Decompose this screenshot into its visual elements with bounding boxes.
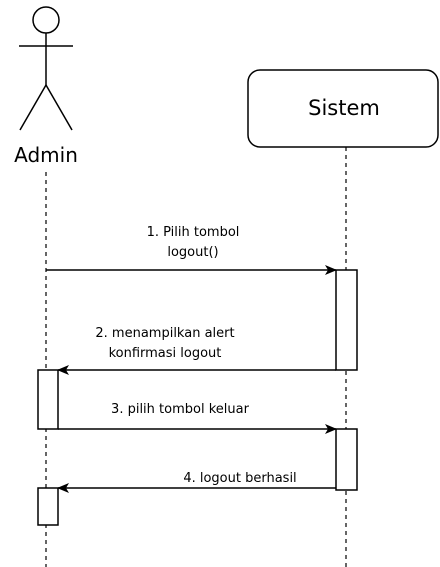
system-activation-2 — [335, 428, 358, 491]
actor-head — [32, 6, 60, 34]
system-box — [247, 69, 439, 148]
message-2-label-line-2: konfirmasi logout — [109, 346, 222, 361]
system-label: Sistem — [308, 96, 380, 120]
message-2-label-line-1: 2. menampilkan alert — [95, 326, 234, 341]
message-4-label: 4. logout berhasil — [183, 471, 296, 486]
message-1-label-line-1: 1. Pilih tombol — [147, 225, 240, 240]
message-1-label-line-2: logout() — [167, 245, 218, 260]
actor-activation-1 — [37, 369, 59, 430]
message-3-label: 3. pilih tombol keluar — [111, 402, 250, 417]
system-activation-1 — [335, 269, 358, 371]
actor-activation-2 — [37, 487, 59, 526]
actor-label: Admin — [14, 143, 78, 167]
actor-figure-icon — [19, 6, 73, 131]
actor-left-leg — [19, 84, 47, 131]
actor-right-leg — [45, 84, 73, 131]
